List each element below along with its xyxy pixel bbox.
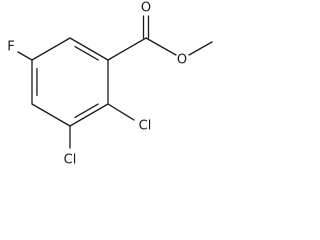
bond-ring-to-carbonyl: [107, 37, 147, 61]
ring-bond: [31, 37, 71, 61]
chlorine-2-label: Cl: [139, 119, 152, 134]
ester-oxygen-label: O: [177, 53, 187, 68]
c-f-bond: [17, 51, 33, 61]
fluorine-label: F: [7, 40, 14, 55]
ester-c-o-bond: [145, 37, 177, 56]
ring-double-bond: [74, 45, 99, 61]
c-cl-bond-2: [107, 103, 135, 121]
carbonyl-oxygen-label: O: [141, 1, 151, 16]
ring-bond: [31, 103, 71, 127]
chlorine-3-label: Cl: [64, 153, 77, 168]
methyl-bond: [188, 41, 213, 56]
ring-bond: [69, 37, 109, 61]
ring-double-bond: [74, 103, 99, 119]
ring-bond: [69, 103, 109, 127]
